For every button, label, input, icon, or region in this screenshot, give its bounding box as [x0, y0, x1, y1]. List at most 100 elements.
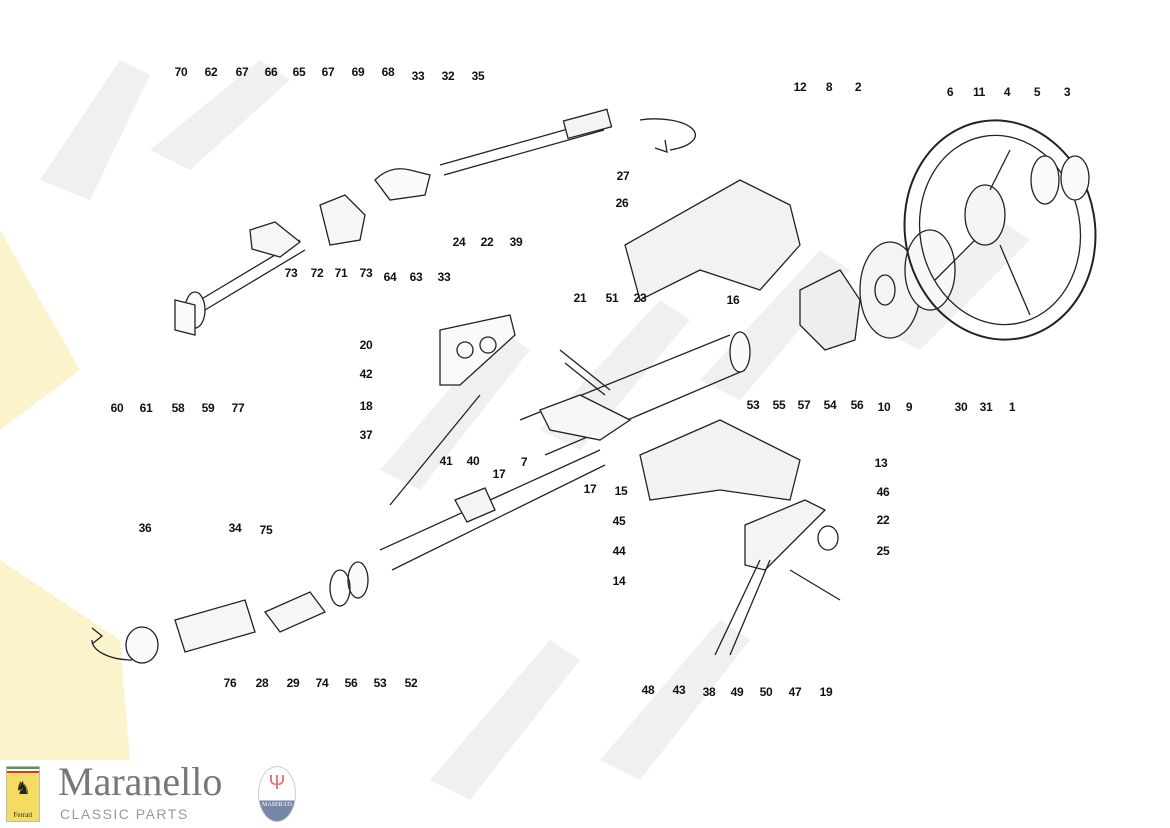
- italian-flag-stripe: [7, 767, 39, 773]
- callout-36: 36: [138, 521, 152, 535]
- ferrari-badge-text: Ferrari: [13, 811, 33, 819]
- callout-17: 17: [492, 467, 506, 481]
- callout-56: 56: [344, 676, 358, 690]
- callout-12: 12: [793, 80, 807, 94]
- callout-56: 56: [850, 398, 864, 412]
- callout-67: 67: [235, 65, 249, 79]
- callout-9: 9: [905, 400, 913, 414]
- callout-42: 42: [359, 367, 373, 381]
- callout-49: 49: [730, 685, 744, 699]
- callout-77: 77: [231, 401, 245, 415]
- callout-21: 21: [573, 291, 587, 305]
- callout-34: 34: [228, 521, 242, 535]
- callout-14: 14: [612, 574, 626, 588]
- callout-75: 75: [259, 523, 273, 537]
- trident-icon: Ψ: [268, 772, 286, 794]
- callout-4: 4: [1003, 85, 1011, 99]
- callout-52: 52: [404, 676, 418, 690]
- callout-66: 66: [264, 65, 278, 79]
- callout-70: 70: [174, 65, 188, 79]
- callout-28: 28: [255, 676, 269, 690]
- callout-57: 57: [797, 398, 811, 412]
- callout-24: 24: [452, 235, 466, 249]
- callout-55: 55: [772, 398, 786, 412]
- callout-16: 16: [726, 293, 740, 307]
- callout-53: 53: [373, 676, 387, 690]
- callout-71: 71: [334, 266, 348, 280]
- callout-38: 38: [702, 685, 716, 699]
- callout-22: 22: [480, 235, 494, 249]
- callout-47: 47: [788, 685, 802, 699]
- callout-44: 44: [612, 544, 626, 558]
- callout-15: 15: [614, 484, 628, 498]
- callout-37: 37: [359, 428, 373, 442]
- callout-31: 31: [979, 400, 993, 414]
- callout-27: 27: [616, 169, 630, 183]
- callout-3: 3: [1063, 85, 1071, 99]
- callout-61: 61: [139, 401, 153, 415]
- callout-35: 35: [471, 69, 485, 83]
- callout-13: 13: [874, 456, 888, 470]
- callout-73: 73: [284, 266, 298, 280]
- callout-48: 48: [641, 683, 655, 697]
- callout-51: 51: [605, 291, 619, 305]
- callout-59: 59: [201, 401, 215, 415]
- callout-29: 29: [286, 676, 300, 690]
- callout-65: 65: [292, 65, 306, 79]
- callout-60: 60: [110, 401, 124, 415]
- callout-22: 22: [876, 513, 890, 527]
- callout-11: 11: [972, 85, 986, 99]
- column-cover-part: [624, 179, 801, 501]
- callout-73: 73: [359, 266, 373, 280]
- callout-67: 67: [321, 65, 335, 79]
- callout-20: 20: [359, 338, 373, 352]
- callout-33: 33: [437, 270, 451, 284]
- callout-45: 45: [612, 514, 626, 528]
- callout-10: 10: [877, 400, 891, 414]
- callout-76: 76: [223, 676, 237, 690]
- maserati-badge-text: MASERATI: [261, 802, 292, 808]
- switch-hub-part: [799, 229, 956, 351]
- support-bracket-part: [389, 394, 841, 656]
- callout-46: 46: [876, 485, 890, 499]
- callout-32: 32: [441, 69, 455, 83]
- callout-54: 54: [823, 398, 837, 412]
- lower-left-shaft-part: [174, 194, 366, 336]
- callout-17: 17: [583, 482, 597, 496]
- callout-30: 30: [954, 400, 968, 414]
- callout-25: 25: [876, 544, 890, 558]
- callout-43: 43: [672, 683, 686, 697]
- maserati-logo: Ψ MASERATI: [258, 766, 296, 822]
- callout-72: 72: [310, 266, 324, 280]
- callout-62: 62: [204, 65, 218, 79]
- callout-64: 64: [383, 270, 397, 284]
- callout-8: 8: [825, 80, 833, 94]
- callout-26: 26: [615, 196, 629, 210]
- ferrari-logo: ♞ Ferrari: [6, 766, 40, 822]
- steering-wheel-part: [903, 119, 1097, 341]
- brand-name: Maranello: [58, 759, 223, 804]
- callout-19: 19: [819, 685, 833, 699]
- callout-53: 53: [746, 398, 760, 412]
- callout-41: 41: [439, 454, 453, 468]
- callout-68: 68: [381, 65, 395, 79]
- callout-74: 74: [315, 676, 329, 690]
- upper-shaft-part: [374, 108, 697, 201]
- callout-23: 23: [633, 291, 647, 305]
- callout-1: 1: [1008, 400, 1016, 414]
- lower-shaft-part: [91, 449, 606, 664]
- column-tube-part: [439, 314, 751, 456]
- callout-69: 69: [351, 65, 365, 79]
- callout-5: 5: [1033, 85, 1041, 99]
- callout-2: 2: [854, 80, 862, 94]
- callout-63: 63: [409, 270, 423, 284]
- brand-subtitle: CLASSIC PARTS: [60, 806, 189, 822]
- callout-33: 33: [411, 69, 425, 83]
- callout-6: 6: [946, 85, 954, 99]
- callout-7: 7: [520, 455, 528, 469]
- callout-40: 40: [466, 454, 480, 468]
- prancing-horse-icon: ♞: [14, 778, 32, 798]
- callout-50: 50: [759, 685, 773, 699]
- callout-18: 18: [359, 399, 373, 413]
